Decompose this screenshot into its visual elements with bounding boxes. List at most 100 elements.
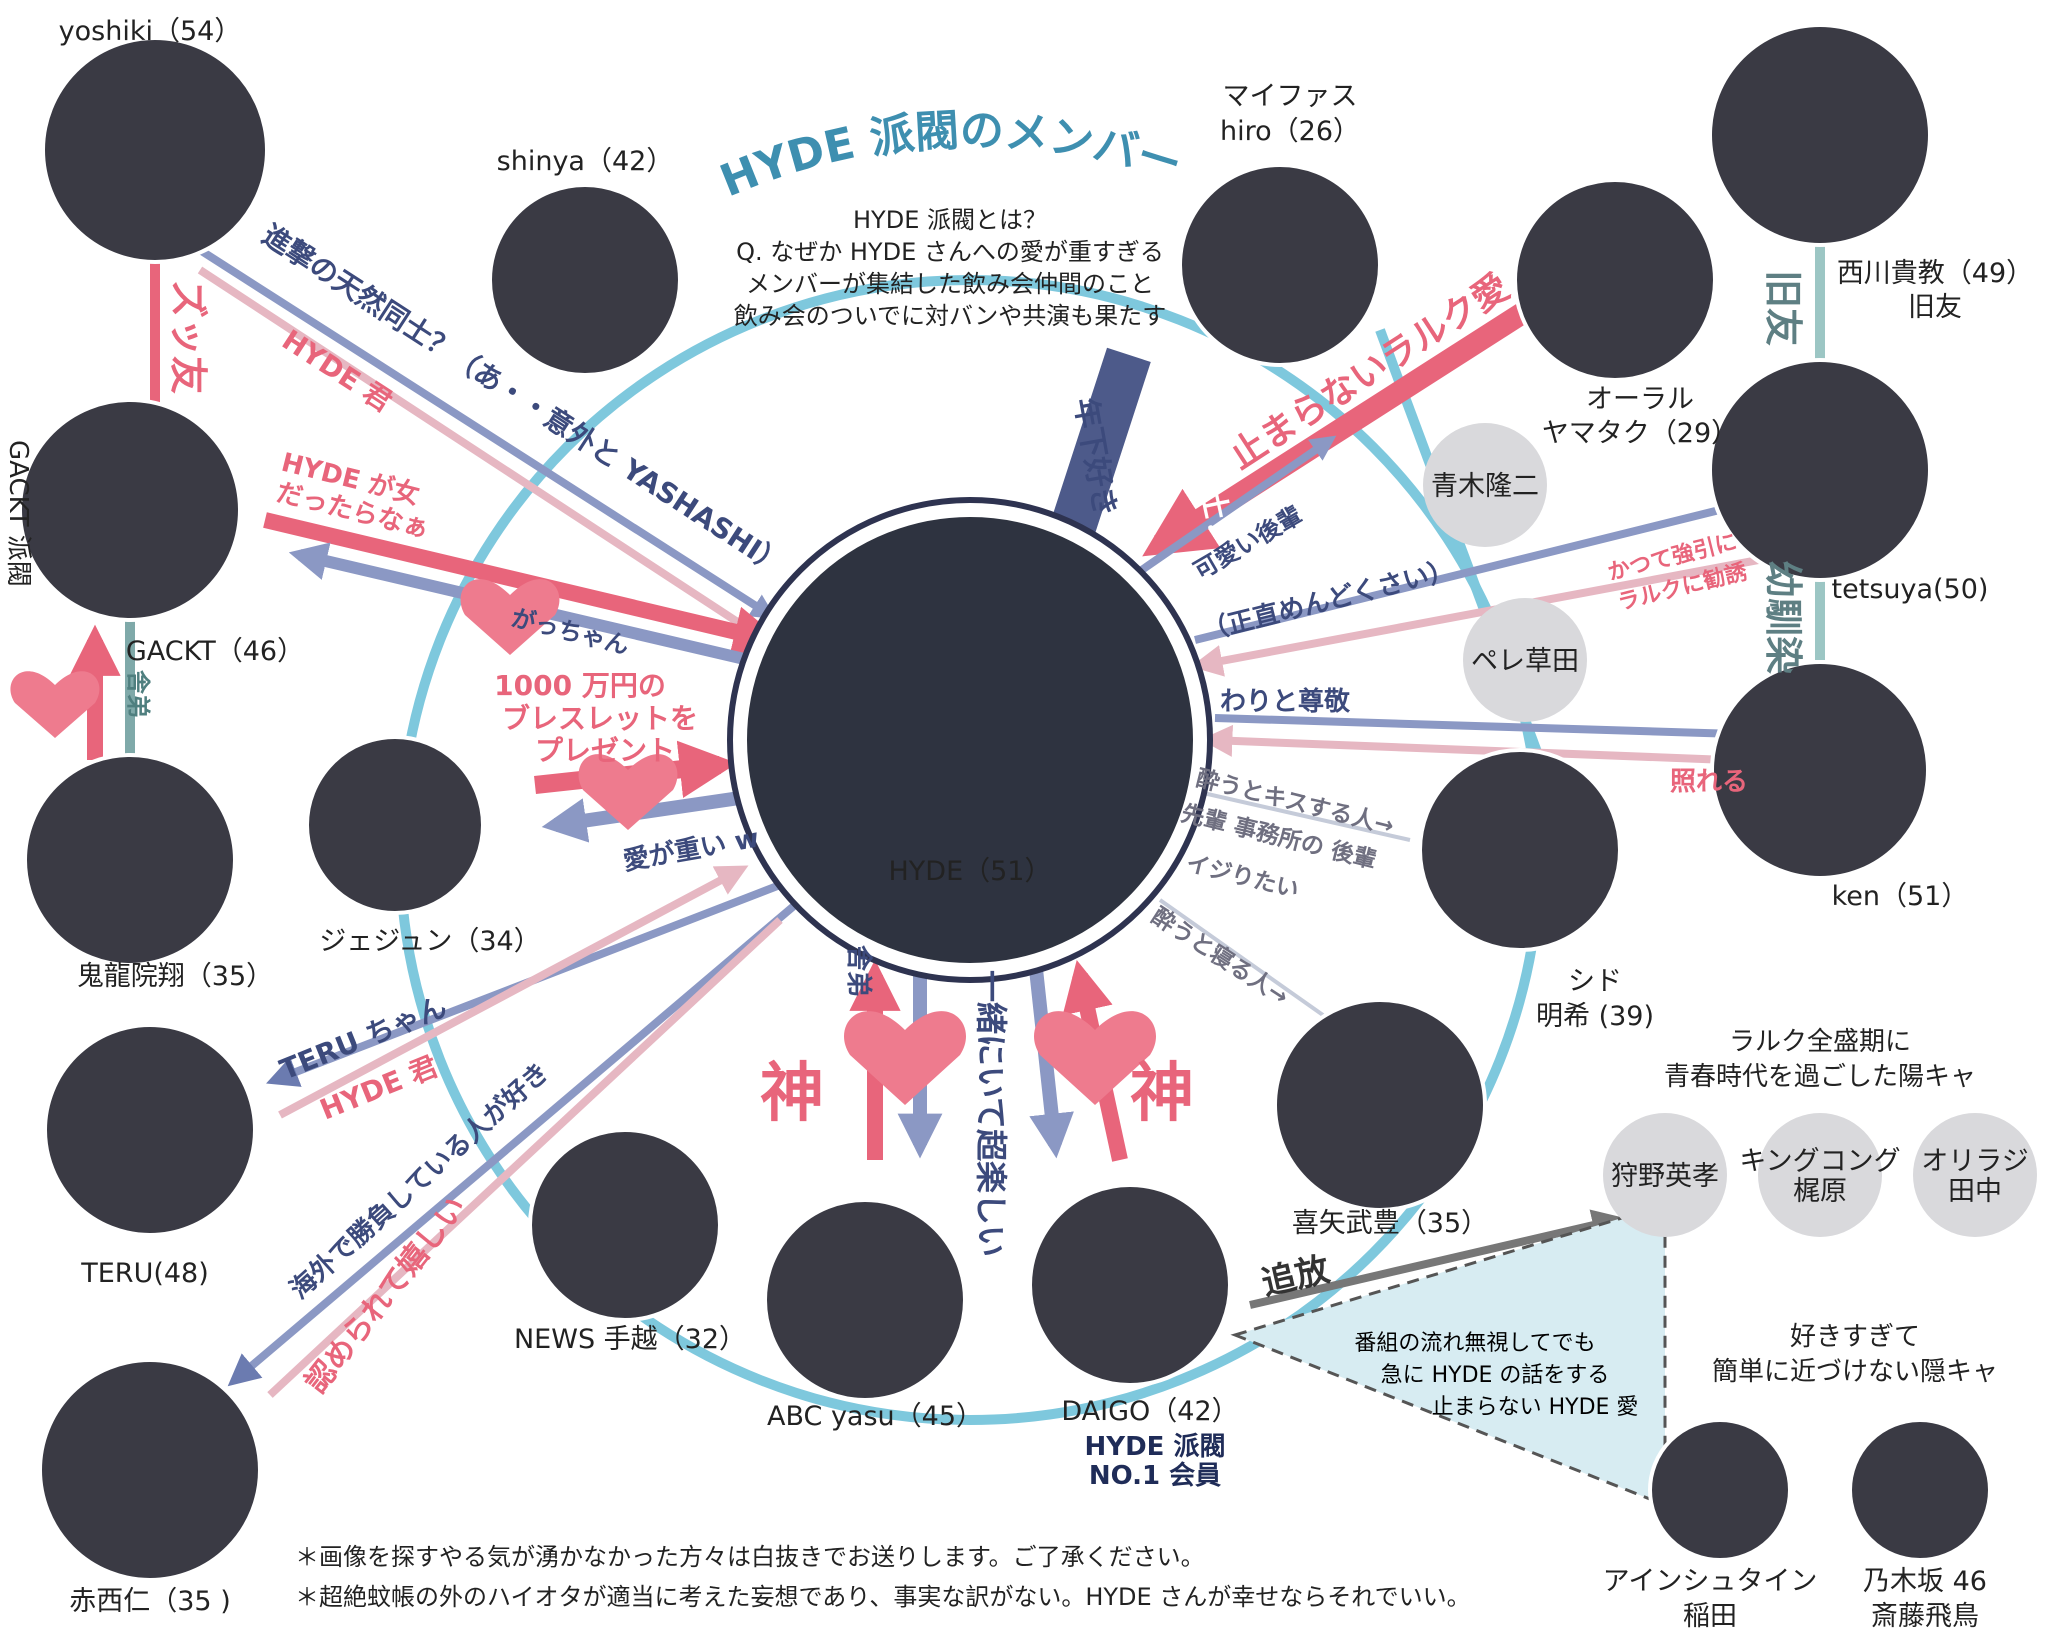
intro-text: HYDE 派閥とは？ Q. なぜか HYDE さんへの愛が重すぎる メンバーが集… <box>734 206 1166 330</box>
svg-text:わりと尊敬: わりと尊敬 <box>1220 686 1351 717</box>
gackt-photo <box>18 398 242 622</box>
svg-text:舎弟: 舎弟 <box>124 670 152 718</box>
group-notes: ラルク全盛期に 青春時代を過ごした陽キャ 好きすぎて 簡単に近づけない隠キャ 番… <box>1354 1027 1998 1420</box>
nishikawa-photo <box>1708 23 1932 247</box>
people-labels: HYDE（51） yoshiki（54） shinya（42） マイファス hi… <box>59 16 2034 1632</box>
svg-text:斎藤飛鳥: 斎藤飛鳥 <box>1871 1601 1979 1632</box>
svg-text:ペレ草田: ペレ草田 <box>1471 646 1579 677</box>
svg-text:簡単に近づけない隠キャ: 簡単に近づけない隠キャ <box>1712 1357 1998 1387</box>
svg-text:梶原: 梶原 <box>1793 1176 1847 1207</box>
svg-text:シド: シド <box>1568 966 1622 997</box>
svg-text:喜矢武豊（35）: 喜矢武豊（35） <box>1292 1208 1488 1239</box>
aoki-blank <box>1423 423 1547 547</box>
footnotes: ＊画像を探すやる気が湧かなかった方々は白抜きでお送りします。ご了承ください。 ＊… <box>295 1543 1471 1611</box>
yamataku-photo <box>1513 178 1717 382</box>
svg-text:イジりたい: イジりたい <box>1184 851 1302 904</box>
svg-text:yoshiki（54）: yoshiki（54） <box>59 16 242 47</box>
teru-photo <box>43 1023 257 1237</box>
hyde-photo <box>743 513 1197 967</box>
svg-text:ken（51）: ken（51） <box>1832 881 1969 912</box>
akanishi-photo <box>38 1358 262 1582</box>
page-title: HYDE 派閥のメンバー <box>713 105 1187 207</box>
tegoshi-photo <box>528 1128 722 1322</box>
daigo-photo <box>1028 1183 1232 1387</box>
svg-text:ズッ友: ズッ友 <box>166 280 210 394</box>
svg-text:HYDE 派閥とは？: HYDE 派閥とは？ <box>853 206 1047 234</box>
inada-photo <box>1648 1418 1792 1562</box>
svg-text:明希 (39): 明希 (39) <box>1536 1001 1654 1032</box>
hiro-photo <box>1178 163 1382 367</box>
heart-icon <box>460 579 560 655</box>
svg-text:ジェジュン（34）: ジェジュン（34） <box>319 926 540 957</box>
svg-text:TERU(48): TERU(48) <box>80 1258 209 1289</box>
svg-text:マイファス: マイファス <box>1223 81 1358 112</box>
svg-text:ヤマタク（29）: ヤマタク（29） <box>1542 418 1738 449</box>
shinya-photo <box>488 183 682 377</box>
svg-text:一緒にいて超楽しい: 一緒にいて超楽しい <box>972 970 1010 1257</box>
svg-text:赤西仁（35 ): 赤西仁（35 ) <box>69 1586 230 1617</box>
svg-text:田中: 田中 <box>1948 1176 2002 1207</box>
svg-text:＊超絶蚊帳の外のハイオタが適当に考えた妄想であり、事実な訳が: ＊超絶蚊帳の外のハイオタが適当に考えた妄想であり、事実な訳がない。HYDE さん… <box>295 1583 1471 1611</box>
svg-text:旧友: 旧友 <box>1761 270 1805 346</box>
svg-text:（正直めんどくさい）: （正直めんどくさい） <box>1199 555 1457 647</box>
svg-text:キングコング: キングコング <box>1739 1146 1900 1177</box>
svg-text:神: 神 <box>1130 1057 1194 1131</box>
svg-text:プレゼント: プレゼント <box>535 734 675 767</box>
heart-icon <box>10 671 100 738</box>
svg-text:神: 神 <box>760 1057 824 1131</box>
saito-photo <box>1848 1418 1992 1562</box>
tetsuya-photo <box>1708 358 1932 582</box>
blank-circles <box>1423 423 2037 1237</box>
svg-text:オーラル: オーラル <box>1586 384 1694 415</box>
svg-text:hiro（26）: hiro（26） <box>1220 116 1360 147</box>
svg-text:旧友: 旧友 <box>1908 292 1962 323</box>
daigo-note-area <box>1230 1202 1667 1508</box>
svg-text:オリラジ: オリラジ <box>1921 1146 2028 1177</box>
svg-text:飲み会のついでに対バンや共演も果たす: 飲み会のついでに対バンや共演も果たす <box>734 302 1166 330</box>
svg-text:1000 万円の: 1000 万円の <box>494 669 666 702</box>
relation-arrows <box>69 246 1790 1398</box>
svg-text:ブレスレットを: ブレスレットを <box>502 702 698 735</box>
svg-text:狩野英孝: 狩野英孝 <box>1611 1161 1719 1192</box>
svg-text:NO.1 会員: NO.1 会員 <box>1089 1461 1221 1491</box>
svg-text:NEWS 手越（32）: NEWS 手越（32） <box>514 1324 746 1355</box>
svg-text:鬼龍院翔（35）: 鬼龍院翔（35） <box>77 961 273 992</box>
svg-text:青春時代を過ごした陽キャ: 青春時代を過ごした陽キャ <box>1664 1062 1976 1092</box>
svg-text:照れる: 照れる <box>1670 767 1748 797</box>
shido-photo <box>1418 748 1622 952</box>
kiryuin-photo <box>23 753 237 967</box>
svg-text:ラルク全盛期に: ラルク全盛期に <box>1729 1027 1911 1057</box>
svg-text:メンバーが集結した飲み会仲間のこと: メンバーが集結した飲み会仲間のこと <box>746 270 1154 298</box>
svg-text:西川貴教（49）: 西川貴教（49） <box>1837 258 2033 289</box>
svg-text:＊画像を探すやる気が湧かなかった方々は白抜きでお送りします。: ＊画像を探すやる気が湧かなかった方々は白抜きでお送りします。ご了承ください。 <box>295 1543 1205 1571</box>
kajiwara-blank <box>1758 1113 1882 1237</box>
svg-text:HYDE 派閥: HYDE 派閥 <box>1085 1432 1226 1462</box>
svg-text:好きすぎて: 好きすぎて <box>1790 1322 1920 1352</box>
svg-text:青木隆二: 青木隆二 <box>1431 471 1539 502</box>
svg-text:ABC yasu（45）: ABC yasu（45） <box>767 1401 983 1432</box>
yoshiki-photo <box>41 36 269 264</box>
svg-text:急に HYDE の話をする: 急に HYDE の話をする <box>1381 1363 1610 1388</box>
portraits <box>18 23 1992 1582</box>
heart-icon <box>578 754 678 830</box>
svg-text:shinya（42）: shinya（42） <box>497 146 674 177</box>
svg-text:愛が重い w: 愛が重い w <box>621 823 761 877</box>
svg-text:酔うと寝る人→: 酔うと寝る人→ <box>1147 902 1294 1010</box>
kano-blank <box>1603 1113 1727 1237</box>
svg-text:止まらない HYDE 愛: 止まらない HYDE 愛 <box>1432 1395 1639 1420</box>
ken-photo <box>1710 660 1930 880</box>
heart-icons <box>10 579 1156 1105</box>
tanaka-blank <box>1913 1113 2037 1237</box>
svg-text:DAIGO（42）: DAIGO（42） <box>1061 1396 1238 1427</box>
kiya-photo <box>1273 998 1487 1212</box>
svg-text:tetsuya(50): tetsuya(50) <box>1832 574 1989 605</box>
heart-icon <box>844 1011 966 1105</box>
jejung-photo <box>305 735 485 915</box>
gackt-faction-label: GACKT 派閥 <box>3 440 33 587</box>
svg-text:アインシュタイン: アインシュタイン <box>1603 1566 1818 1597</box>
svg-text:稲田: 稲田 <box>1683 1601 1737 1632</box>
svg-text:番組の流れ無視してでも: 番組の流れ無視してでも <box>1354 1331 1595 1356</box>
pele-blank <box>1463 598 1587 722</box>
svg-text:幼馴染: 幼馴染 <box>1761 560 1805 674</box>
